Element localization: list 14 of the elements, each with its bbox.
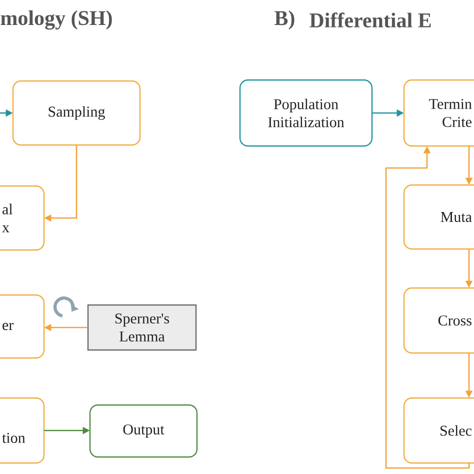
panel-title: mology (SH) (0, 10, 112, 30)
panel-title: Differential E (310, 12, 431, 28)
note-box: Sperner's Lemma (87, 304, 197, 351)
output-box: Output (89, 404, 198, 458)
process-box: al x (0, 185, 45, 251)
process-box: Sampling (12, 80, 141, 146)
process-box: Selec (403, 397, 474, 464)
process-box: Termin Crite (403, 79, 474, 147)
process-box: Muta (403, 184, 474, 250)
process-box: er (0, 294, 45, 359)
process-box: tion (0, 397, 45, 464)
panel-letter: B) (274, 10, 294, 30)
start-box: Population Initialization (239, 79, 373, 147)
process-box: Cross (403, 287, 474, 354)
